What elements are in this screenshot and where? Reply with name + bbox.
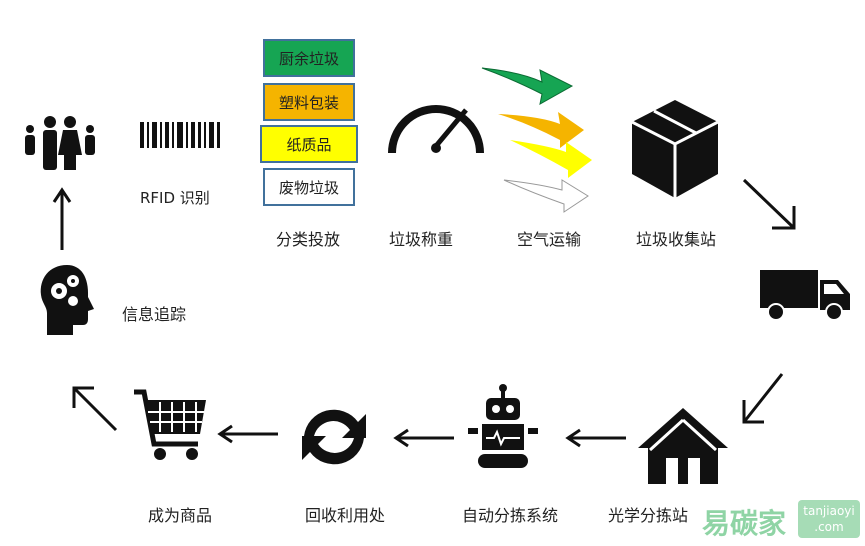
arrow-left-icon <box>393 428 454 448</box>
watermark-tld: .com <box>814 520 844 534</box>
label-weigh: 垃圾称重 <box>389 230 454 249</box>
package-box-icon <box>631 100 719 198</box>
arrow-down-left-icon <box>742 373 784 424</box>
label-tracking: 信息追踪 <box>122 305 187 324</box>
arrow-up-icon <box>52 187 72 250</box>
label-product: 成为商品 <box>148 506 213 525</box>
shopping-cart-icon <box>134 389 206 460</box>
house-icon <box>638 408 728 484</box>
transport-arrows-icon <box>481 67 592 213</box>
label-recycle: 回收利用处 <box>305 506 386 525</box>
head-gears-icon <box>40 265 94 335</box>
label-auto-sort: 自动分拣系统 <box>462 506 559 525</box>
arrow-left-icon <box>565 428 626 448</box>
family-icon <box>25 116 95 170</box>
category-other-waste: 废物垃圾 <box>263 168 355 206</box>
label-sort: 分类投放 <box>276 230 341 249</box>
watermark-badge: tanjiaoyi .com <box>798 500 860 538</box>
watermark-domain: tanjiaoyi <box>803 504 855 518</box>
arrow-left-icon <box>217 424 278 444</box>
scale-gauge-icon <box>388 105 484 154</box>
truck-icon <box>760 270 850 321</box>
arrow-down-right-icon <box>742 178 796 230</box>
label-transport: 空气运输 <box>517 230 582 249</box>
category-plastic: 塑料包装 <box>263 83 355 121</box>
robot-icon <box>468 384 538 468</box>
label-station: 垃圾收集站 <box>636 230 717 249</box>
label-optical: 光学分拣站 <box>608 506 689 525</box>
category-kitchen-waste: 厨余垃圾 <box>263 39 355 77</box>
arrow-up-left-icon <box>72 386 118 432</box>
watermark-logo: 易碳家 <box>702 507 787 540</box>
barcode-icon <box>140 122 220 148</box>
recycle-refresh-icon <box>302 409 366 465</box>
category-paper: 纸质品 <box>260 125 358 163</box>
label-rfid: RFID 识别 <box>140 189 210 207</box>
